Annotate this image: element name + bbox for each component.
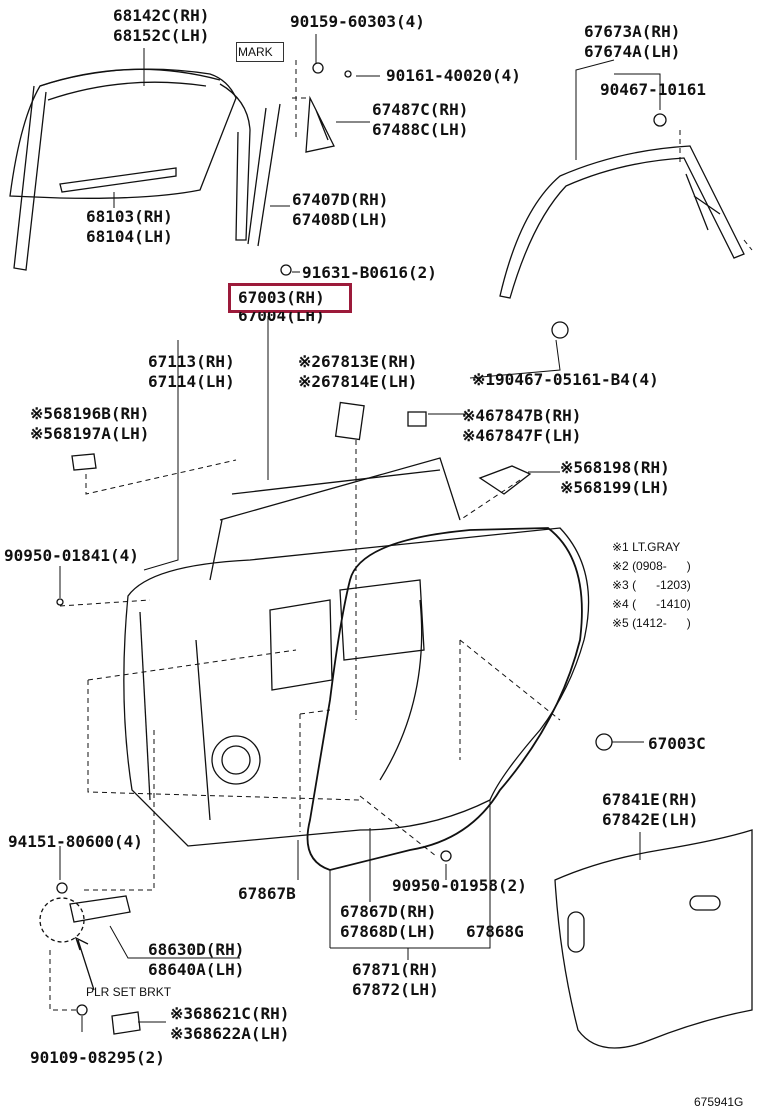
part-label-cover-rh[interactable]: ※467847B(RH) bbox=[462, 406, 581, 426]
check-plate-number-2: 68622A(LH) bbox=[193, 1024, 290, 1043]
part-label-outer-rh[interactable]: 67871(RH) bbox=[352, 960, 439, 979]
mark-box bbox=[236, 42, 284, 62]
part-label-screw-a[interactable]: 90161-40020(4) bbox=[386, 66, 521, 85]
leader-lines bbox=[59, 34, 661, 1032]
door-weatherstrip bbox=[306, 527, 583, 871]
part-label-regulator-rh[interactable]: 68103(RH) bbox=[86, 207, 173, 226]
part-label-garnish-lh[interactable]: 67488C(LH) bbox=[372, 120, 469, 139]
pad-number-2: 67814E(LH) bbox=[321, 372, 418, 391]
part-label-bolt-d[interactable]: 90109-08295(2) bbox=[30, 1048, 165, 1067]
hinge-l-mark-2: ※5 bbox=[30, 424, 54, 443]
part-label-outer-lh[interactable]: 67872(LH) bbox=[352, 980, 439, 999]
pad-mark-1: ※2 bbox=[298, 352, 322, 371]
part-label-plug-a[interactable]: 90950-01841(4) bbox=[4, 546, 139, 565]
highlight-box bbox=[228, 283, 352, 313]
rear-channel bbox=[247, 103, 281, 247]
part-label-seal-b[interactable]: 67867B bbox=[238, 884, 296, 903]
part-label-regulator-lh[interactable]: 68104(LH) bbox=[86, 227, 173, 246]
part-label-garnish-rh[interactable]: 67487C(RH) bbox=[372, 100, 469, 119]
hinge-r-mark-2: ※5 bbox=[560, 478, 584, 497]
part-label-clip-b[interactable]: ※190467-05161-B4(4) bbox=[472, 370, 659, 390]
part-label-seal-g[interactable]: 67868G bbox=[466, 922, 524, 941]
check-plate-mark-2: ※3 bbox=[170, 1024, 194, 1043]
part-label-pad-rh[interactable]: ※267813E(RH) bbox=[298, 352, 417, 372]
part-label-hinge-l-lh[interactable]: ※568197A(LH) bbox=[30, 424, 149, 444]
note-2: ※2 (0908- ) bbox=[612, 559, 691, 573]
dashed-reference-lines bbox=[49, 60, 753, 1011]
hinge-l-mark-1: ※5 bbox=[30, 404, 54, 423]
part-label-hinge-r-rh[interactable]: ※568198(RH) bbox=[560, 458, 670, 478]
fasteners-top bbox=[280, 62, 667, 339]
hinge-r-mark-1: ※5 bbox=[560, 458, 584, 477]
cover-mark-1: ※4 bbox=[462, 406, 486, 425]
hinge-r-number-1: 68198(RH) bbox=[583, 458, 670, 477]
part-label-seal-d-lh[interactable]: 67868D(LH) bbox=[340, 922, 437, 941]
part-label-check-plate-rh[interactable]: ※368621C(RH) bbox=[170, 1004, 289, 1024]
part-label-liner-rh[interactable]: 67841E(RH) bbox=[602, 790, 699, 809]
hinge-right bbox=[478, 465, 532, 495]
part-label-win-glass-lh[interactable]: 68152C(LH) bbox=[113, 26, 210, 45]
part-label-liner-lh[interactable]: 67842E(LH) bbox=[602, 810, 699, 829]
door-frame-moulding bbox=[499, 145, 745, 299]
note-5: ※5 (1412- ) bbox=[612, 616, 691, 630]
cover-mark-2: ※4 bbox=[462, 426, 486, 445]
part-label-bolt-a[interactable]: 90159-60303(4) bbox=[290, 12, 425, 31]
hinge-l-number-2: 68197A(LH) bbox=[53, 424, 150, 443]
part-label-check-rh[interactable]: 68630D(RH) bbox=[148, 940, 245, 959]
part-label-bolt-b[interactable]: 91631-B0616(2) bbox=[302, 263, 437, 282]
part-label-channel-rh[interactable]: 67407D(RH) bbox=[292, 190, 389, 209]
note-3: ※3 ( -1203) bbox=[612, 578, 691, 592]
hinge-cover bbox=[407, 411, 427, 427]
mark-label: MARK bbox=[238, 45, 273, 59]
part-label-plug-c[interactable]: 90950-01958(2) bbox=[392, 876, 527, 895]
glass-run-channel bbox=[13, 68, 251, 271]
cushion-pad bbox=[334, 401, 365, 441]
part-label-check-plate-lh[interactable]: ※368622A(LH) bbox=[170, 1024, 289, 1044]
door-panel bbox=[123, 457, 590, 847]
cover-number-1: 67847B(RH) bbox=[485, 406, 582, 425]
part-label-win-glass-rh[interactable]: 68142C(RH) bbox=[113, 6, 210, 25]
part-label-hinge-r-lh[interactable]: ※568199(LH) bbox=[560, 478, 670, 498]
part-label-plug-b[interactable]: 67003C bbox=[648, 734, 706, 753]
pad-mark-2: ※2 bbox=[298, 372, 322, 391]
clip-b-number: 90467-05161-B4(4) bbox=[495, 370, 659, 389]
corner-garnish bbox=[305, 95, 335, 153]
part-label-door-rh[interactable]: 67003(RH) bbox=[238, 288, 325, 307]
diagram-id: 675941G bbox=[694, 1095, 744, 1109]
note-1: ※1 LT.GRAY bbox=[612, 540, 681, 554]
note-4: ※4 ( -1410) bbox=[612, 597, 691, 611]
part-label-cover-lh[interactable]: ※467847F(LH) bbox=[462, 426, 581, 446]
part-label-bolt-c[interactable]: 94151-80600(4) bbox=[8, 832, 143, 851]
regulator bbox=[59, 167, 177, 193]
part-label-frame-lh[interactable]: 67674A(LH) bbox=[584, 42, 681, 61]
part-label-seal-d-rh[interactable]: 67867D(RH) bbox=[340, 902, 437, 921]
check-plate-mark-1: ※3 bbox=[170, 1004, 194, 1023]
hinge-left bbox=[71, 453, 97, 471]
clip-b-mark: ※1 bbox=[472, 370, 496, 389]
part-label-pad-lh[interactable]: ※267814E(LH) bbox=[298, 372, 417, 392]
part-label-frame-rh[interactable]: 67673A(RH) bbox=[584, 22, 681, 41]
part-label-weather-lh[interactable]: 67114(LH) bbox=[148, 372, 235, 391]
part-label-weather-rh[interactable]: 67113(RH) bbox=[148, 352, 235, 371]
plr-set-label: PLR SET BRKT bbox=[86, 985, 172, 999]
window-glass bbox=[9, 68, 237, 199]
part-label-hinge-l-rh[interactable]: ※568196B(RH) bbox=[30, 404, 149, 424]
check-plate-number-1: 68621C(RH) bbox=[193, 1004, 290, 1023]
part-label-check-lh[interactable]: 68640A(LH) bbox=[148, 960, 245, 979]
hinge-r-number-2: 68199(LH) bbox=[583, 478, 670, 497]
door-liner bbox=[554, 829, 753, 1049]
cover-number-2: 67847F(LH) bbox=[485, 426, 582, 445]
part-label-door-lh[interactable]: 67004(LH) bbox=[238, 312, 325, 325]
pad-number-1: 67813E(RH) bbox=[321, 352, 418, 371]
hinge-l-number-1: 68196B(RH) bbox=[53, 404, 150, 423]
door-check-parts bbox=[39, 598, 613, 1035]
part-label-clip-a[interactable]: 90467-10161 bbox=[600, 80, 706, 99]
part-label-channel-lh[interactable]: 67408D(LH) bbox=[292, 210, 389, 229]
